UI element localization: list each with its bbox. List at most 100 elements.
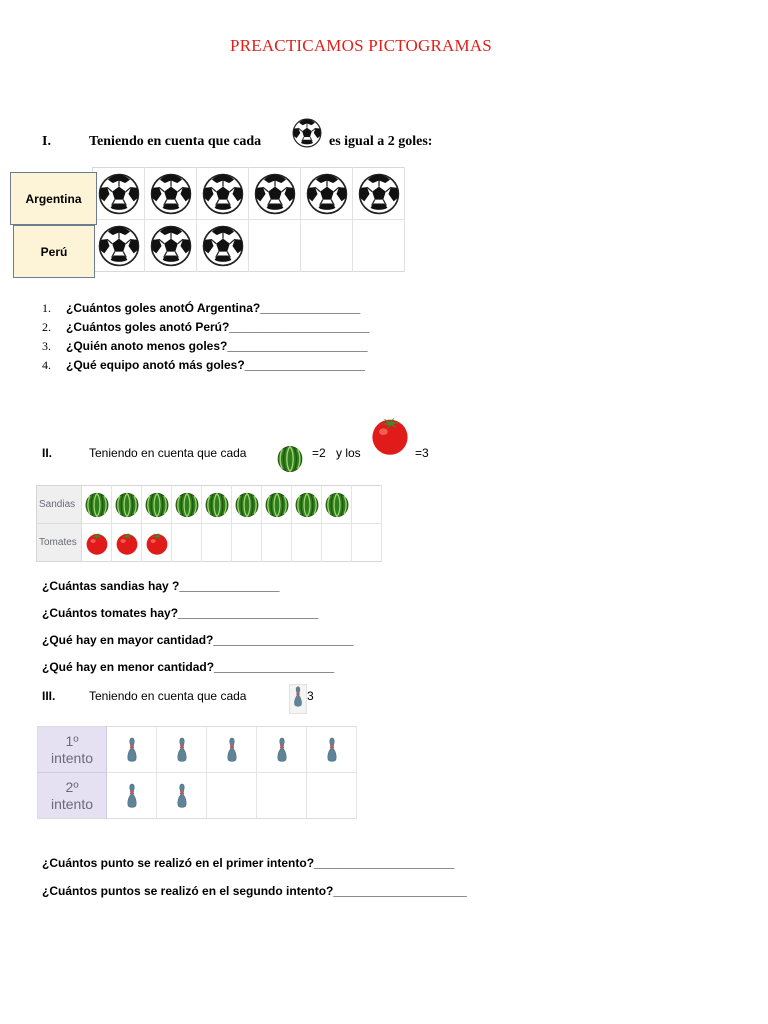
section-1-number: I. (42, 134, 51, 149)
fruit-row: Tomates (36, 523, 382, 562)
question-3: 3.¿Quién anoto menos goles?_____________… (42, 339, 368, 353)
watermelon-icon (294, 492, 319, 517)
section-1-questions: 1.¿Cuántos goles anotÓ Argentina?_______… (42, 299, 370, 375)
pictogram-cell (248, 167, 301, 220)
soccer-ball-icon (306, 173, 347, 214)
pictogram-cell (248, 219, 301, 272)
bowling-pin-icon (126, 737, 137, 762)
tomato-icon (116, 532, 137, 555)
pictogram-cell (201, 485, 232, 524)
section-3-number: III. (42, 689, 56, 703)
watermelon-icon (264, 492, 289, 517)
pictogram-cell (111, 523, 142, 562)
pictogram-cell (92, 219, 145, 272)
pictogram-cell (144, 167, 197, 220)
pictogram-cell (111, 485, 142, 524)
pictogram-cell (141, 523, 172, 562)
pictogram-cell (256, 772, 307, 819)
pictogram-cell (352, 219, 405, 272)
pictogram-cell (106, 726, 157, 773)
soccer-ball-icon (98, 225, 139, 266)
soccer-ball-icon (150, 225, 191, 266)
pictogram-cell (201, 523, 232, 562)
question-sandias: ¿Cuántas sandias hay ?_______________ (42, 579, 280, 593)
pictogram-cell (171, 523, 202, 562)
page-title: PREACTICAMOS PICTOGRAMAS (230, 36, 492, 55)
goals-row (92, 167, 405, 220)
pictogram-cell (352, 167, 405, 220)
goals-row (92, 219, 405, 272)
bowling-pin-icon (176, 783, 187, 808)
soccer-ball-icon (150, 173, 191, 214)
pictogram-cell (106, 772, 157, 819)
soccer-ball-icon (98, 173, 139, 214)
row-label: Sandias (36, 485, 82, 524)
section-2-connector: y los (336, 446, 361, 460)
watermelon-icon (84, 492, 109, 517)
question-1: 1.¿Cuántos goles anotÓ Argentina?_______… (42, 301, 361, 315)
pictogram-cell (306, 726, 357, 773)
pictogram-cell (256, 726, 307, 773)
pictogram-cell (261, 523, 292, 562)
fruit-row: Sandias (36, 485, 382, 524)
goals-pictogram (92, 167, 405, 272)
bowling-pin-value: 3 (307, 689, 314, 703)
soccer-ball-icon (202, 173, 243, 214)
watermelon-icon (234, 492, 259, 517)
row-label-peru: Perú (13, 225, 95, 278)
bowling-pin-icon (176, 737, 187, 762)
question-2: 2.¿Cuántos goles anotó Perú?____________… (42, 320, 370, 334)
question-tomates: ¿Cuántos tomates hay?___________________… (42, 606, 319, 620)
watermelon-icon (204, 492, 229, 517)
pictogram-cell (144, 219, 197, 272)
tomato-value: =3 (415, 446, 429, 460)
pictogram-cell (321, 523, 352, 562)
pictogram-cell (206, 726, 257, 773)
pictogram-cell (321, 485, 352, 524)
tomato-icon (86, 532, 107, 555)
row-label-argentina: Argentina (10, 172, 97, 225)
soccer-ball-icon (254, 173, 295, 214)
section-2-number: II. (42, 446, 53, 460)
pictogram-cell (141, 485, 172, 524)
pictogram-cell (351, 485, 382, 524)
tomato-icon (146, 532, 167, 555)
pictogram-cell (156, 772, 207, 819)
pictogram-cell (92, 167, 145, 220)
pictogram-cell (156, 726, 207, 773)
tomato-icon (372, 417, 408, 455)
bowling-pin-icon (289, 684, 307, 714)
pictogram-cell (206, 772, 257, 819)
watermelon-value: =2 (312, 446, 326, 460)
pictogram-cell (231, 485, 262, 524)
question-mayor: ¿Qué hay en mayor cantidad?_____________… (42, 633, 354, 647)
question-4: 4.¿Qué equipo anotó más goles?__________… (42, 358, 365, 372)
pictogram-cell (300, 219, 353, 272)
pictogram-cell (231, 523, 262, 562)
watermelon-icon (174, 492, 199, 517)
pictogram-cell (351, 523, 382, 562)
pictogram-cell (171, 485, 202, 524)
bowling-pin-icon (226, 737, 237, 762)
section-2-instruction: Teniendo en cuenta que cada (89, 446, 247, 460)
section-1-instruction-end: es igual a 2 goles: (329, 134, 433, 149)
soccer-ball-icon (292, 118, 322, 148)
watermelon-icon (114, 492, 139, 517)
row-label: Tomates (36, 523, 82, 562)
pictogram-cell (306, 772, 357, 819)
pictogram-cell (291, 523, 322, 562)
pictogram-cell (81, 523, 112, 562)
pictogram-cell (196, 167, 249, 220)
bowling-pin-icon (276, 737, 287, 762)
watermelon-icon (324, 492, 349, 517)
pictogram-cell (81, 485, 112, 524)
bowling-pin-icon (326, 737, 337, 762)
pictogram-cell (291, 485, 322, 524)
pictogram-cell (300, 167, 353, 220)
soccer-ball-icon (202, 225, 243, 266)
